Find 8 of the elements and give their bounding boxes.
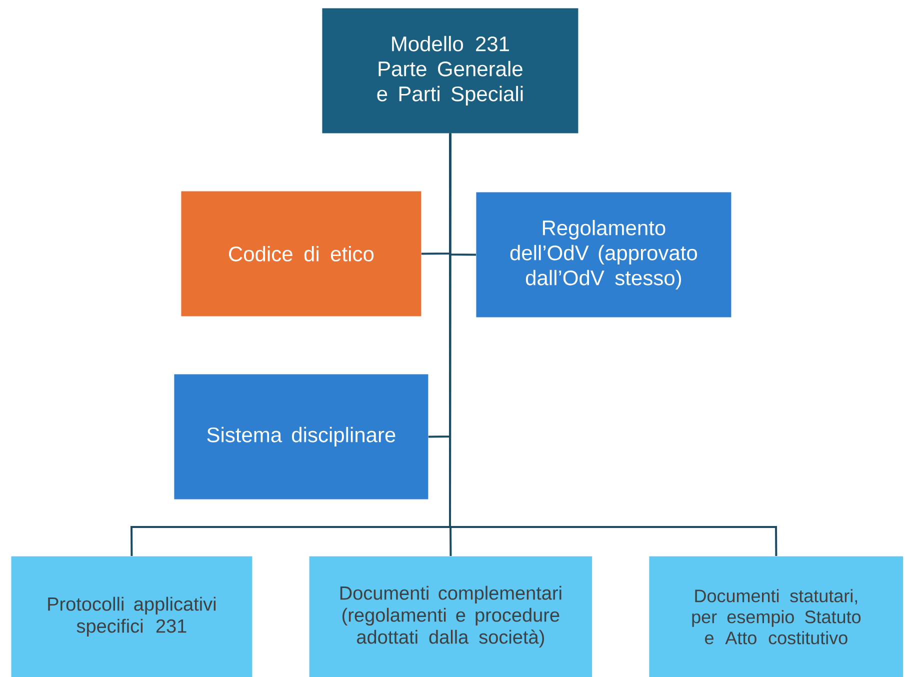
top-box: Modello 231 Parte Generale e Parti Speciali [322, 8, 578, 134]
connector-line [449, 133, 778, 556]
process-box: Sistema disciplinare [174, 374, 428, 500]
document-box: Documenti statutari, per esempio Statuto e Atto costitutivo [649, 556, 904, 677]
document-box: Documenti complementari (regolamenti e procedure adottati dalla società) [309, 556, 592, 677]
process-box: Codice di etico [181, 191, 422, 316]
document-box: Protocolli applicativi specifici 231 [11, 556, 252, 677]
process-box: Regolamento dell’OdV (approvato dall’OdV stesso) [476, 192, 732, 318]
